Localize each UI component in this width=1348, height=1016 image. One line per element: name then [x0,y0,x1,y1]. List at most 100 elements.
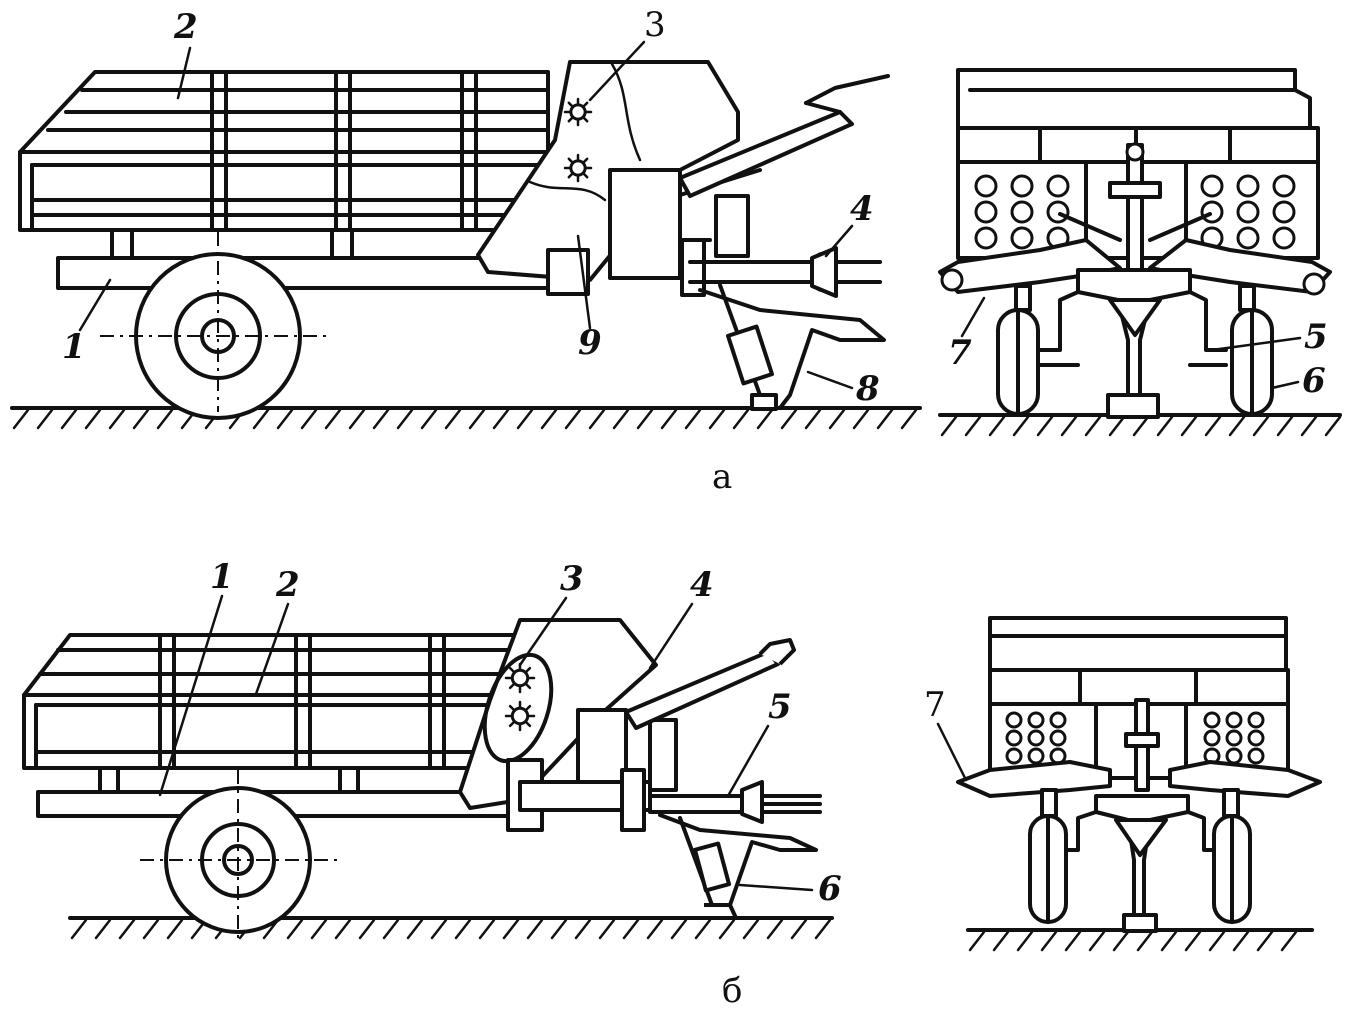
seed-hole [1049,711,1067,729]
ground-line-a-front [938,413,1342,437]
ground-hatch [968,930,986,952]
ground-hatch [1108,415,1126,437]
ground-hatch [372,408,390,430]
ground-hatch [286,918,304,940]
ground-hatch [478,918,496,940]
ground-hatch [1252,415,1270,437]
seed-hole [1272,226,1296,250]
ground-hatch [108,408,126,430]
ground-hatch [118,918,136,940]
ground-hatch [718,918,736,940]
hopper-cover-b [988,616,1288,672]
ground-hatch [1136,930,1154,952]
ground-hatch [1156,415,1174,437]
cargo-body-b [22,633,522,770]
ground-hatch [310,918,328,940]
ground-hatch [132,408,150,430]
ground-hatch [588,408,606,430]
ground-hatch [1012,415,1030,437]
ground-hatch [612,408,630,430]
ground-hatch [1064,930,1082,952]
ground-hatch [1180,415,1198,437]
ground-hatch [1300,415,1318,437]
ground-hatch [876,408,894,430]
sprocket-hub [510,706,530,726]
seed-hole [1005,729,1023,747]
ground-hatch [430,918,448,940]
seed-hole [974,226,998,250]
wheel-b-side [140,770,338,940]
ground-hatch [646,918,664,940]
seed-hole [1005,747,1023,765]
sprocket-icon [504,662,536,694]
ground-hatch [502,918,520,940]
ground-hatch [756,408,774,430]
drawbar-lever-b [624,638,796,730]
ground-hatch [1208,930,1226,952]
ground-hatch [324,408,342,430]
ground-hatch [574,918,592,940]
ground-hatch [1184,930,1202,952]
label-5-b: 5 [768,687,792,727]
side-conveyors-b [956,760,1322,798]
ground-hatch [1232,930,1250,952]
label-9: 9 [578,323,602,363]
seed-hole [1046,200,1070,224]
ground-hatch [1088,930,1106,952]
ground-hatch [468,408,486,430]
ground-hatch [828,408,846,430]
ground-hatch [1160,930,1178,952]
wheel-a-front-left [996,284,1040,416]
ground-hatch [564,408,582,430]
sprocket-icon [504,700,536,732]
label-7-b: 7 [924,685,946,725]
ground-hatch [852,408,870,430]
ground-hatch [1256,930,1274,952]
seed-hole [974,174,998,198]
ground-hatch [1112,930,1130,952]
sprocket-icon [563,97,593,127]
label-6-b: 6 [818,869,842,909]
hitch-drawbar-b [648,780,822,824]
seed-hole [974,200,998,224]
ground-hatch [814,918,832,940]
ground-hatch [276,408,294,430]
elevator-housing-b [458,618,678,832]
seed-hole [1010,226,1034,250]
sprocket-hub [569,159,587,177]
ground-hatch [1060,415,1078,437]
ground-hatch [992,930,1010,952]
ground-hatch [940,415,958,437]
hopper-cover [956,68,1312,130]
label-6: 6 [1302,361,1326,401]
y-frame [1038,268,1228,419]
ground-hatch [636,408,654,430]
view-a-side: 1 2 3 4 8 9 [10,5,922,430]
support-strut [698,283,886,411]
central-post-b [1124,698,1160,792]
view-a-front: 7 5 6 [938,68,1342,437]
ground-hatch [1040,930,1058,952]
ground-hatch [382,918,400,940]
drawbar-lever [678,74,890,198]
view-b-side: 1 2 3 4 5 6 [22,557,842,940]
ground-hatch [964,415,982,437]
ground-hatch [252,408,270,430]
seed-hole [1027,729,1045,747]
seed-hole [1236,226,1260,250]
y-frame-b [1058,794,1222,933]
ground-hatch [1132,415,1150,437]
chassis-frame [56,228,550,290]
seed-hole [1203,729,1221,747]
ground-hatch [1204,415,1222,437]
seed-hole [1010,174,1034,198]
label-2: 2 [173,7,198,47]
label-1-b: 1 [210,557,234,597]
seed-hole [1236,174,1260,198]
ground-hatch [156,408,174,430]
seed-hole [1225,747,1243,765]
label-2-b: 2 [275,565,300,605]
sprocket-icon [563,153,593,183]
seed-hole [1236,200,1260,224]
